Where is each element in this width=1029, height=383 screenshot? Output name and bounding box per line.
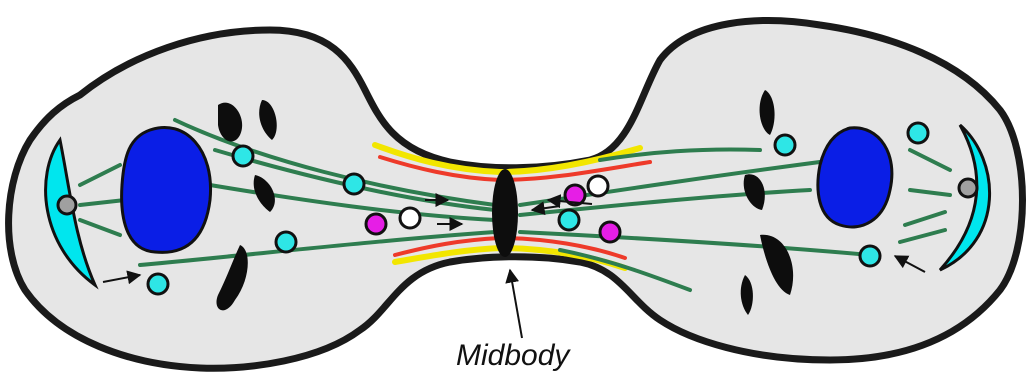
midbody-pointer-arrow <box>510 270 522 338</box>
nucleus-left-shape <box>122 127 211 252</box>
centriole-right-shape <box>959 179 977 197</box>
midbody-label: Midbody <box>456 339 571 372</box>
centriole-left-shape <box>58 196 76 214</box>
midbody-shape <box>492 169 518 257</box>
nucleus-right-shape <box>818 128 892 227</box>
